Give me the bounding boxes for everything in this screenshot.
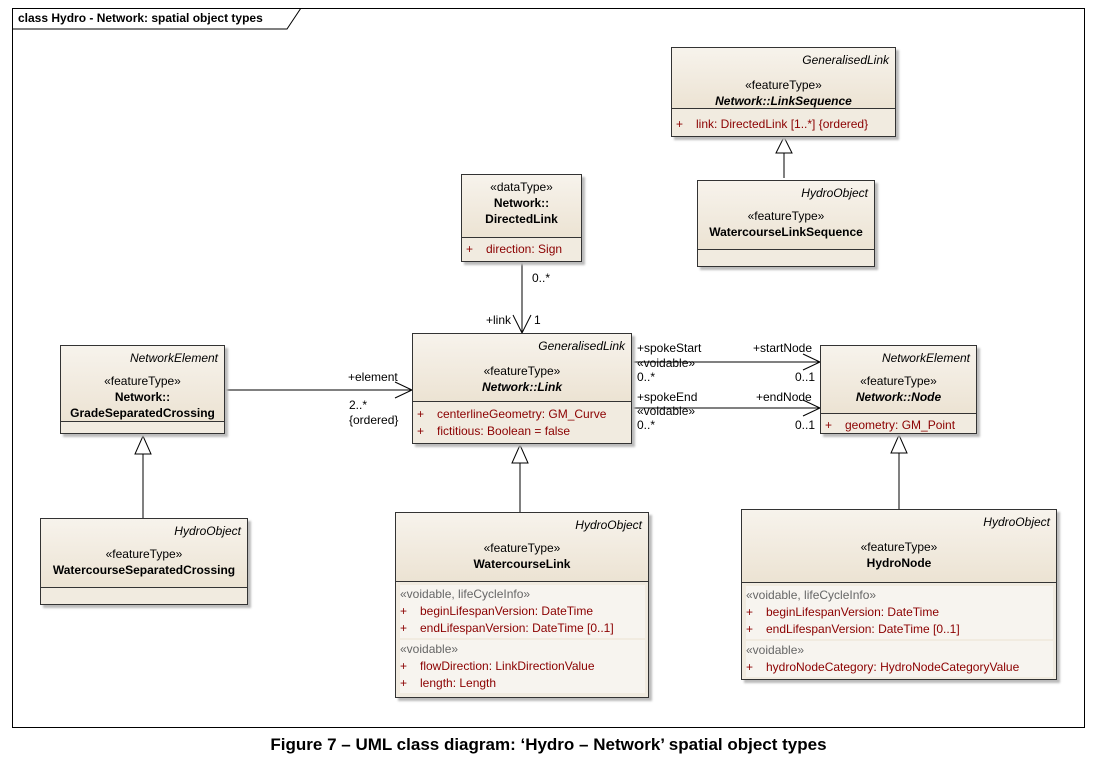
attribute: +flowDirection: LinkDirectionValue: [400, 659, 595, 673]
class-stereotype: «featureType»: [483, 541, 561, 555]
multiplicity-label: 1: [534, 313, 541, 327]
attribute: +beginLifespanVersion: DateTime: [400, 604, 593, 618]
class-stereotype: «featureType»: [104, 374, 181, 388]
class-link-sequence[interactable]: GeneralisedLink «featureType» Network::L…: [671, 47, 896, 137]
attribute: +centerlineGeometry: GM_Curve: [417, 407, 607, 421]
class-parent: NetworkElement: [881, 351, 970, 365]
attribute: +beginLifespanVersion: DateTime: [746, 605, 939, 619]
multiplicity-label: 0..*: [637, 418, 656, 432]
class-name: WatercourseLinkSequence: [709, 225, 863, 239]
role-label: +endNode: [756, 390, 812, 404]
figure-caption: Figure 7 – UML class diagram: ‘Hydro – N…: [270, 735, 827, 754]
frame-tab: [12, 8, 302, 30]
class-name-line2: GradeSeparatedCrossing: [70, 406, 215, 420]
class-stereotype: «dataType»: [490, 180, 553, 194]
frame-title: class Hydro - Network: spatial object ty…: [18, 11, 263, 25]
attribute-group-label: «voidable»: [400, 642, 459, 656]
association-directedlink-link: [512, 262, 532, 335]
generalization-gradeseparated: [134, 434, 152, 518]
class-name-line2: DirectedLink: [485, 212, 558, 226]
class-name: Network::Node: [855, 390, 942, 404]
generalization-linksequence: [775, 135, 793, 178]
role-label: +link: [486, 313, 512, 327]
attribute: +geometry: GM_Point: [825, 418, 956, 432]
multiplicity-label: 0..*: [637, 370, 656, 384]
constraint-label: {ordered}: [349, 413, 399, 427]
role-label: +spokeEnd: [637, 390, 698, 404]
class-name-line1: Network::: [493, 196, 550, 210]
class-stereotype: «featureType»: [745, 78, 822, 92]
role-label: +spokeStart: [637, 341, 702, 355]
class-hydro-node[interactable]: HydroObject «featureType» HydroNode «voi…: [741, 509, 1057, 680]
class-stereotype: «featureType»: [105, 547, 183, 561]
class-directed-link[interactable]: «dataType» Network:: DirectedLink +direc…: [461, 174, 582, 262]
class-name: WatercourseLink: [473, 557, 571, 571]
multiplicity-label: 0..1: [795, 370, 816, 384]
attribute: +hydroNodeCategory: HydroNodeCategoryVal…: [746, 660, 1020, 674]
multiplicity-label: 0..*: [532, 271, 551, 285]
class-name: Network::LinkSequence: [715, 94, 852, 108]
diagram-frame: [12, 8, 1085, 728]
class-stereotype: «featureType»: [860, 540, 938, 554]
generalization-node: [890, 433, 908, 509]
role-label: +element: [348, 370, 398, 384]
class-name: Network::Link: [481, 380, 562, 394]
class-parent: GeneralisedLink: [538, 339, 625, 353]
stereotype-label: «voidable»: [637, 404, 696, 418]
attribute: +link: DirectedLink [1..*] {ordered}: [676, 117, 869, 131]
class-name-line1: Network::: [114, 390, 171, 404]
multiplicity-label: 2..*: [349, 398, 368, 412]
class-watercourse-link[interactable]: HydroObject «featureType» WatercourseLin…: [395, 512, 649, 698]
class-watercourse-link-sequence[interactable]: HydroObject «featureType» WatercourseLin…: [697, 180, 875, 267]
class-parent: NetworkElement: [129, 351, 218, 365]
class-parent: HydroObject: [174, 524, 241, 538]
class-stereotype: «featureType»: [860, 374, 937, 388]
attribute: +length: Length: [400, 676, 497, 690]
class-parent: HydroObject: [575, 518, 642, 532]
class-watercourse-separated-crossing[interactable]: HydroObject «featureType» WatercourseSep…: [40, 518, 248, 605]
class-stereotype: «featureType»: [483, 364, 561, 378]
class-node[interactable]: NetworkElement «featureType» Network::No…: [820, 345, 977, 434]
attribute: +fictitious: Boolean = false: [417, 424, 571, 438]
generalization-link: [511, 443, 529, 512]
class-link[interactable]: GeneralisedLink «featureType» Network::L…: [412, 333, 632, 444]
class-name: WatercourseSeparatedCrossing: [52, 563, 236, 577]
association-element: [225, 381, 414, 399]
class-stereotype: «featureType»: [747, 209, 825, 223]
role-label: +startNode: [753, 341, 813, 355]
attribute-group-label: «voidable, lifeCycleInfo»: [400, 587, 531, 601]
class-parent: HydroObject: [801, 186, 868, 200]
attribute-group-label: «voidable, lifeCycleInfo»: [746, 588, 877, 602]
class-grade-separated-crossing[interactable]: NetworkElement «featureType» Network:: G…: [60, 345, 225, 434]
attribute: +direction: Sign: [466, 242, 563, 256]
stereotype-label: «voidable»: [637, 356, 696, 370]
attribute: +endLifespanVersion: DateTime [0..1]: [746, 622, 960, 636]
class-parent: HydroObject: [983, 515, 1050, 529]
attribute-group-label: «voidable»: [746, 643, 805, 657]
class-parent: GeneralisedLink: [802, 53, 889, 67]
class-name: HydroNode: [866, 556, 932, 570]
multiplicity-label: 0..1: [795, 418, 816, 432]
attribute: +endLifespanVersion: DateTime [0..1]: [400, 621, 614, 635]
